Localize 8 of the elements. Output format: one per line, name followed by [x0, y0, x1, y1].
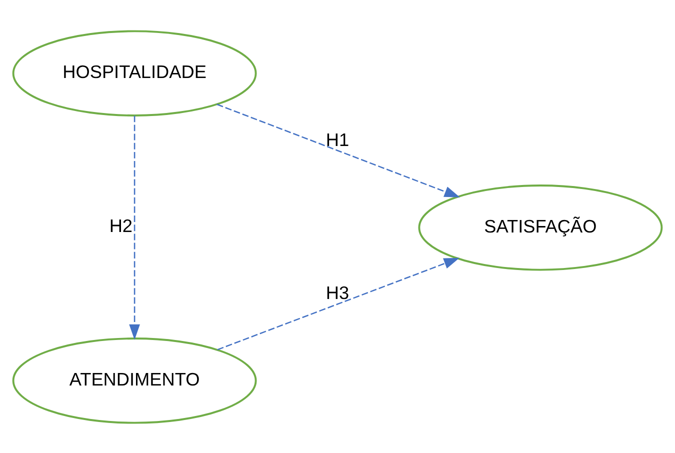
node-ellipse: HOSPITALIDADE	[12, 30, 257, 116]
edge-label: H2	[109, 215, 133, 236]
node-ellipse: ATENDIMENTO	[12, 337, 257, 424]
arrow	[216, 103, 460, 197]
arrow	[129, 115, 140, 340]
edge-label: H3	[326, 282, 350, 303]
arrow	[217, 257, 460, 350]
edge-label: H1	[326, 130, 350, 150]
